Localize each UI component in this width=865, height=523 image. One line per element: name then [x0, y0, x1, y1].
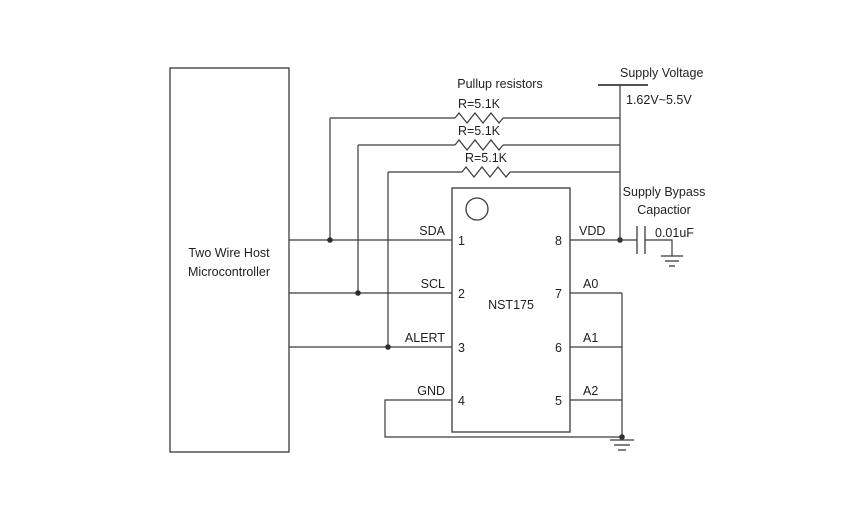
wire-gnd: [384, 399, 622, 438]
pin-label-alert: ALERT: [405, 331, 445, 345]
pin-number-8: 8: [555, 234, 562, 248]
junction-dot-scl: [355, 290, 361, 296]
chip-name: NST175: [488, 298, 534, 312]
pin-number-3: 3: [458, 341, 465, 355]
junction-dot-sda: [327, 237, 333, 243]
chip-box: [451, 187, 571, 433]
capacitance-value: 0.01uF: [655, 226, 694, 240]
pin-label-scl: SCL: [421, 277, 445, 291]
pin-number-5: 5: [555, 394, 562, 408]
pin-label-a0: A0: [583, 277, 598, 291]
pin-label-a2: A2: [583, 384, 598, 398]
ground-symbol-capacitor: [661, 255, 683, 267]
bypass-label-line2: Capactior: [637, 203, 691, 217]
pin-number-6: 6: [555, 341, 562, 355]
resistor-value-3: R=5.1K: [465, 151, 508, 165]
ground-symbol-bottom: [610, 439, 634, 451]
pin-label-gnd: GND: [417, 384, 445, 398]
junction-dot-alert: [385, 344, 391, 350]
pin-label-vdd: VDD: [579, 224, 605, 238]
bypass-label-line1: Supply Bypass: [623, 185, 706, 199]
pin-number-2: 2: [458, 287, 465, 301]
capacitor-out-wire: [645, 239, 673, 256]
resistor-symbol-3: [461, 166, 511, 178]
pin-label-sda: SDA: [419, 224, 445, 238]
resistor-symbol-2: [454, 139, 504, 151]
resistor-value-1: R=5.1K: [458, 97, 501, 111]
pin-label-a1: A1: [583, 331, 598, 345]
microcontroller-label-line1: Two Wire Host: [188, 246, 270, 260]
supply-voltage-label: Supply Voltage: [620, 66, 703, 80]
supply-range-label: 1.62V~5.5V: [626, 93, 692, 107]
chip-pin1-marker-icon: [465, 197, 489, 221]
pullup-heading: Pullup resistors: [457, 77, 542, 91]
pin-number-7: 7: [555, 287, 562, 301]
resistor-value-2: R=5.1K: [458, 124, 501, 138]
pin-number-4: 4: [458, 394, 465, 408]
resistor-symbol-1: [454, 112, 504, 124]
microcontroller-box: [169, 67, 290, 453]
pin-number-1: 1: [458, 234, 465, 248]
microcontroller-label-line2: Microcontroller: [188, 265, 270, 279]
